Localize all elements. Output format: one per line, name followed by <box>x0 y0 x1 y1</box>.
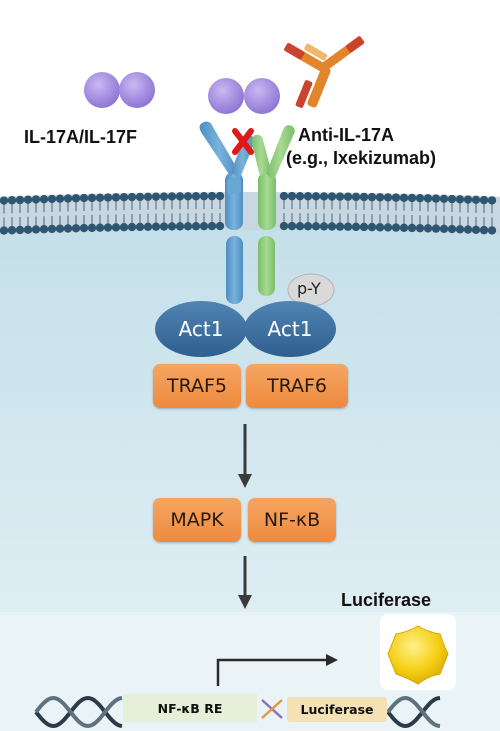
il17-receptor-c <box>251 125 295 296</box>
cell-membrane <box>0 191 500 235</box>
nfkb-box: NF-κB <box>248 498 336 542</box>
arrow-traf-to-kinase <box>238 424 252 488</box>
phospho-label: p-Y <box>297 279 321 298</box>
luciferase-enzyme-icon <box>387 625 449 685</box>
ligand-dimer-free-icon <box>84 72 155 108</box>
antibody-label-line2: (e.g., Ixekizumab) <box>286 148 437 168</box>
ligand-label: IL-17A/IL-17F <box>24 127 138 147</box>
traf5-box: TRAF5 <box>153 364 241 408</box>
act1-left-shape <box>155 301 247 357</box>
act1-left-label: Act1 <box>178 317 224 341</box>
act1-right-shape <box>244 301 336 357</box>
luciferase-gene-label: Luciferase <box>300 702 374 717</box>
antibody-icon <box>283 34 365 116</box>
cassette-junction-x <box>261 699 283 719</box>
antibody-label-line1: Anti-IL-17A <box>298 125 394 145</box>
nfkb-re-label: NF-κB RE <box>157 700 223 716</box>
act1-right-label: Act1 <box>267 317 313 341</box>
transcription-start-arrow <box>216 654 338 686</box>
traf6-box: TRAF6 <box>246 364 348 408</box>
arrow-kinase-to-nucleus <box>238 556 252 609</box>
reporter-label: Luciferase <box>341 590 432 610</box>
dna-helix-icon <box>34 695 441 729</box>
block-x-icon <box>232 128 254 155</box>
nfkb-re-element <box>123 694 257 722</box>
mapk-box: MAPK <box>153 498 241 542</box>
luciferase-gene-element <box>287 697 387 722</box>
ligand-dimer-bound-icon <box>208 78 280 114</box>
